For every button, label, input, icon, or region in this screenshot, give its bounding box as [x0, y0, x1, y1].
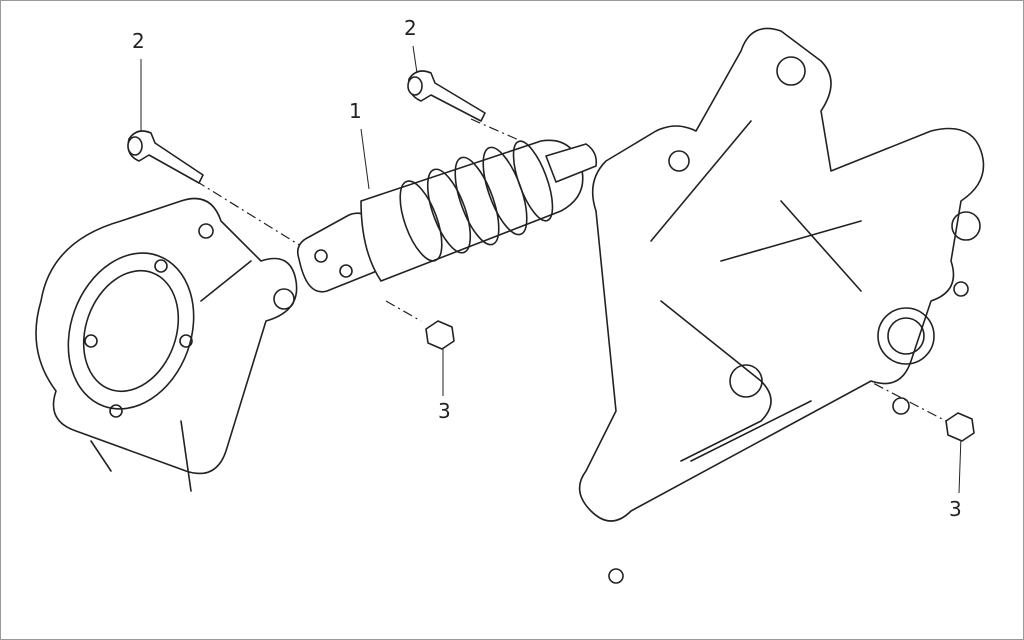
nut-right-part: [945, 412, 975, 442]
nut-center-part: [425, 320, 455, 350]
callout-label: 3: [438, 399, 451, 423]
callout-label: 2: [132, 29, 145, 53]
callout-leaders: [140, 45, 962, 494]
right-frame-part: [578, 27, 985, 584]
shock-absorber-part: [296, 139, 598, 293]
callout-label: 3: [949, 497, 962, 521]
callout-label: 2: [404, 16, 417, 40]
callout-label: 1: [349, 99, 362, 123]
bolt-left-part: [127, 130, 204, 184]
left-housing-part: [35, 197, 298, 492]
bolt-top-part: [407, 70, 486, 122]
